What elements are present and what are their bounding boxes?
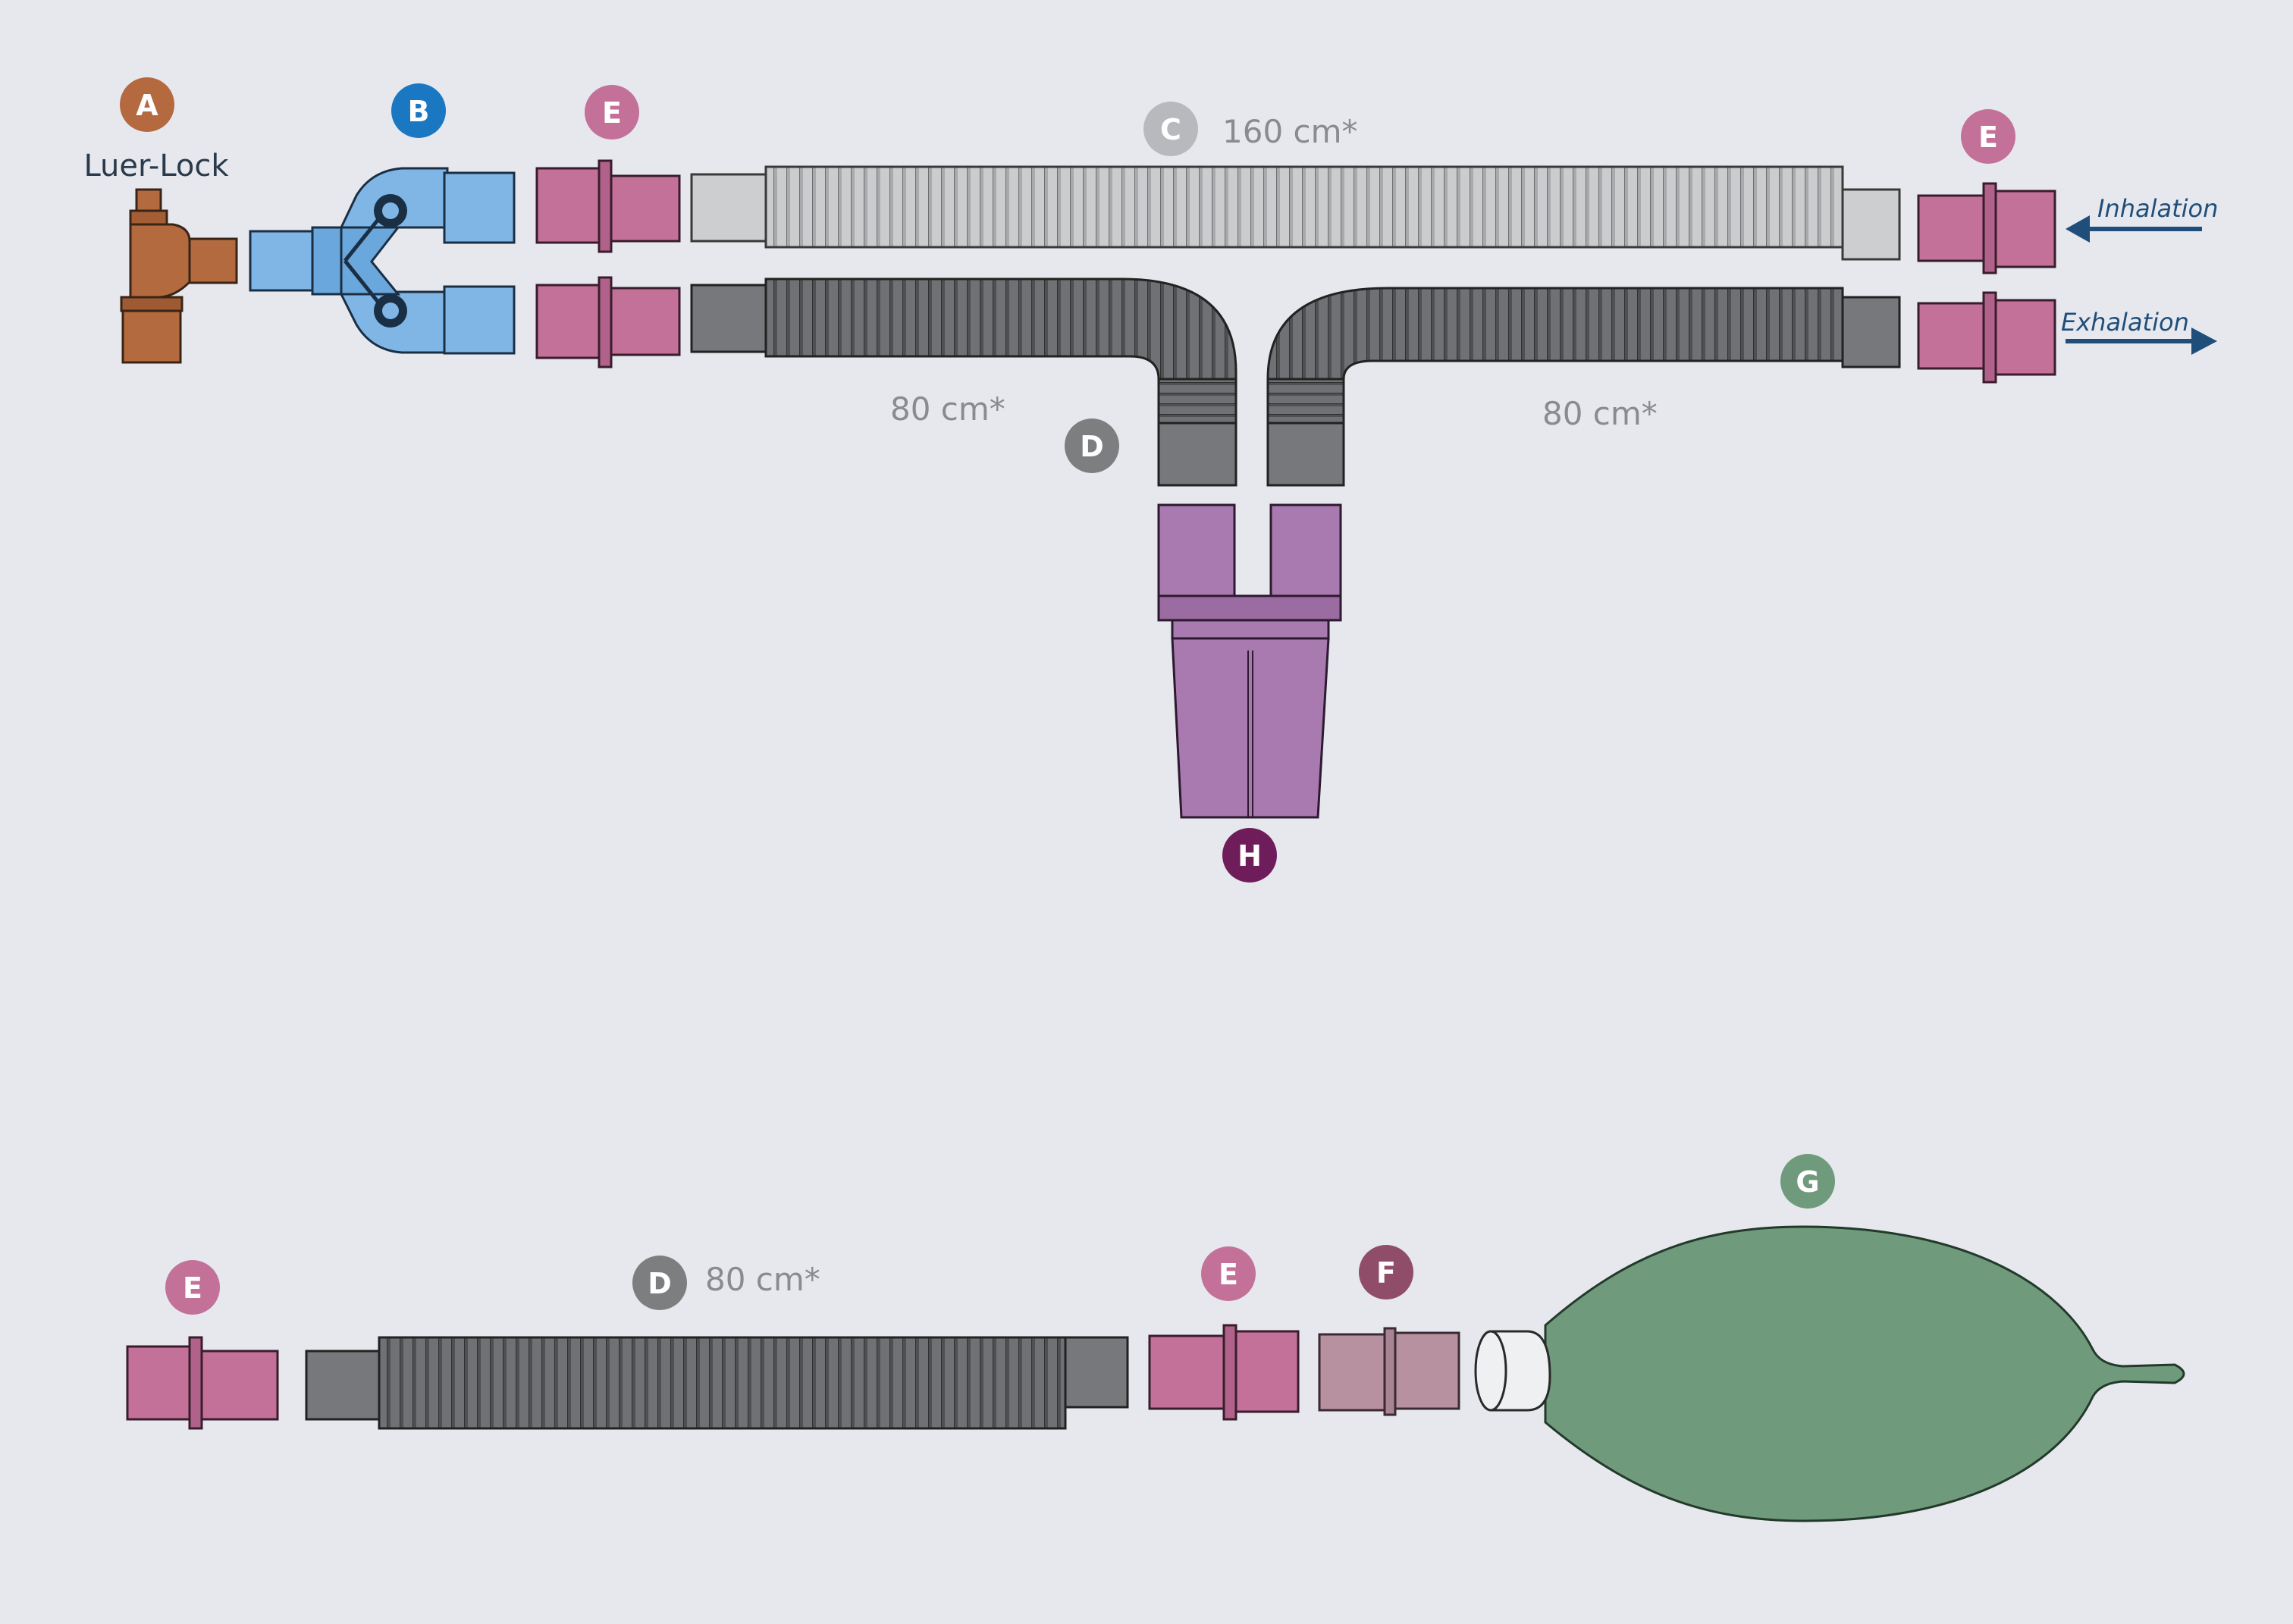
hose-d-bottom-length: 80 cm* xyxy=(705,1261,820,1298)
adapter-e-top-left-lower xyxy=(535,276,681,368)
badge-e-top-right: E xyxy=(1961,109,2015,164)
svg-text:D: D xyxy=(1080,430,1104,463)
exhalation-arrow xyxy=(2066,328,2217,355)
badge-e-bottom-middle: E xyxy=(1201,1246,1256,1301)
adapter-e-top-right-upper xyxy=(1917,182,2056,274)
badge-b: B xyxy=(391,83,446,138)
svg-text:G: G xyxy=(1796,1165,1819,1199)
exhalation-label: Exhalation xyxy=(2061,308,2189,337)
y-piece-b xyxy=(249,167,516,355)
svg-text:E: E xyxy=(183,1271,202,1305)
adapter-e-bottom-middle xyxy=(1148,1324,1300,1421)
badge-d-bottom: D xyxy=(632,1256,687,1310)
svg-text:E: E xyxy=(1219,1258,1238,1291)
svg-text:F: F xyxy=(1376,1256,1396,1290)
badge-f: F xyxy=(1359,1245,1413,1300)
hose-d-left-length: 80 cm* xyxy=(890,390,1005,428)
svg-text:E: E xyxy=(1978,121,1998,154)
badge-e-bottom-left: E xyxy=(165,1260,220,1315)
hose-d-right-length: 80 cm* xyxy=(1542,395,1658,432)
adapter-e-top-right-lower xyxy=(1917,291,2056,384)
hose-d-top-left xyxy=(690,277,1237,487)
badge-h: H xyxy=(1222,828,1277,883)
svg-text:C: C xyxy=(1160,113,1181,146)
mask-h xyxy=(1157,503,1342,819)
svg-text:E: E xyxy=(602,96,622,130)
badge-a: A xyxy=(120,77,174,132)
badge-g: G xyxy=(1780,1154,1835,1209)
hose-d-bottom xyxy=(305,1336,1129,1430)
hose-d-top-right xyxy=(1266,287,1901,487)
luer-lock-label: Luer-Lock xyxy=(83,149,229,183)
svg-text:B: B xyxy=(408,95,430,128)
svg-text:H: H xyxy=(1237,839,1262,873)
badge-c: C xyxy=(1143,102,1198,156)
badge-e-top-left: E xyxy=(585,85,639,140)
adapter-e-bottom-left xyxy=(126,1336,279,1430)
svg-text:D: D xyxy=(648,1267,672,1300)
breathing-bag-g xyxy=(1474,1225,2185,1522)
hose-c-length: 160 cm* xyxy=(1222,113,1358,150)
adapter-f xyxy=(1318,1327,1460,1416)
connector-a xyxy=(120,188,238,364)
inhalation-arrow xyxy=(2066,215,2202,243)
svg-text:A: A xyxy=(136,89,158,122)
hose-c xyxy=(690,165,1901,261)
adapter-e-top-left-upper xyxy=(535,159,681,253)
badge-d-top: D xyxy=(1065,419,1119,473)
inhalation-label: Inhalation xyxy=(2097,194,2218,223)
